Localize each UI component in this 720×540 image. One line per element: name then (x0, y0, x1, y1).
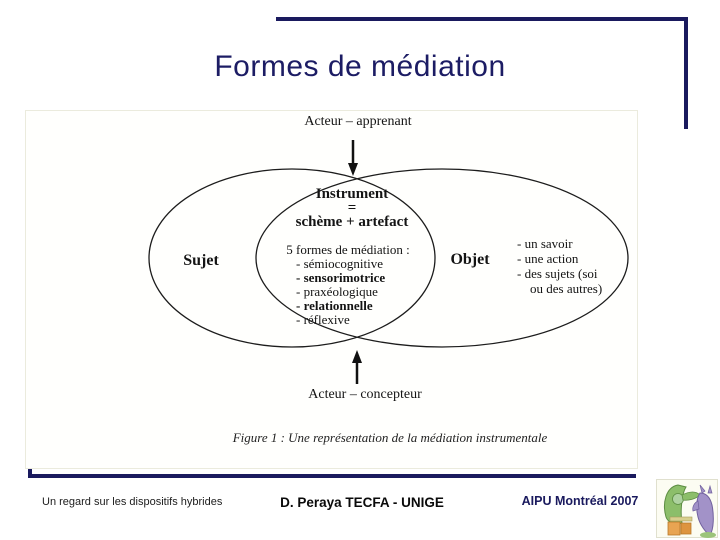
sujet-label: Sujet (183, 252, 219, 269)
mediation-heading: 5 formes de médiation : (286, 242, 410, 257)
bottom-border-line (28, 474, 636, 478)
actor-concepteur-label: Acteur – concepteur (308, 387, 422, 402)
object-item: ou des autres) (530, 281, 603, 296)
instrument-line-2: = (347, 200, 357, 216)
object-item: - une action (517, 251, 579, 266)
slide-title: Formes de médiation (214, 50, 506, 83)
mediation-item: - relationnelle (296, 298, 373, 313)
mediation-forms-list: 5 formes de médiation : - sémiocognitive… (278, 243, 418, 327)
footer-author: D. Peraya TECFA - UNIGE (280, 495, 444, 510)
objet-label: Objet (450, 251, 490, 268)
footer-presentation-title: Un regard sur les dispositifs hybrides (42, 496, 223, 508)
instrument-line-3: schème + artefact (295, 214, 409, 230)
mediation-item: - sensorimotrice (296, 270, 386, 285)
actor-apprenant-label: Acteur – apprenant (304, 114, 412, 129)
mediation-item: - sémiocognitive (296, 256, 384, 271)
computer-user-clipart-icon (656, 479, 718, 538)
right-border-line (684, 17, 688, 129)
footer-conference: AIPU Montréal 2007 (521, 494, 639, 508)
object-item: - un savoir (517, 236, 573, 251)
object-items-list: - un savoir - une action - des sujets (s… (517, 236, 633, 296)
instrument-label: Instrument = schème + artefact (262, 186, 442, 230)
top-border-line (276, 17, 688, 21)
object-item: - des sujets (soi (517, 266, 598, 281)
instrument-line-1: Instrument (315, 186, 389, 202)
figure-caption: Figure 1 : Une représentation de la médi… (232, 430, 548, 445)
mediation-item: - réflexive (296, 312, 350, 327)
mediation-item: - praxéologique (296, 284, 378, 299)
